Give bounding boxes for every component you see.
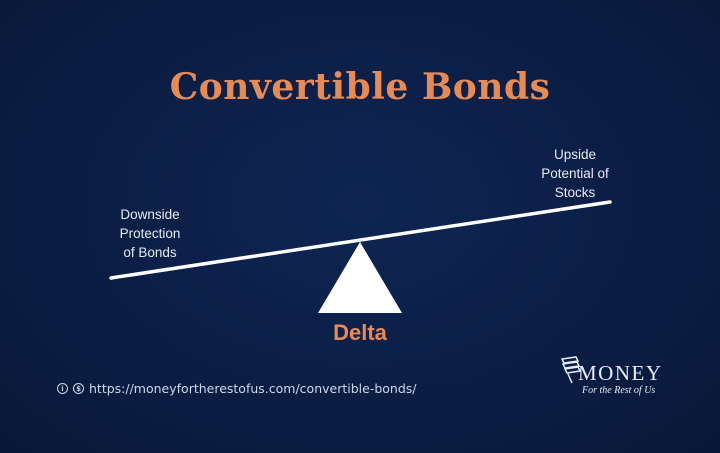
logo-wordmark: MONEY (578, 361, 663, 385)
upside-potential-label: Upside Potential of Stocks (525, 145, 625, 202)
cc-by-icon: i (57, 383, 68, 394)
label-line: Protection (119, 226, 181, 241)
fulcrum-triangle (318, 242, 402, 313)
logo-tagline: For the Rest of Us (582, 385, 656, 396)
label-line: Potential of (541, 166, 609, 181)
money-bills-icon (560, 356, 582, 384)
delta-label: Delta (333, 320, 387, 345)
page-title: Convertible Bonds (169, 66, 551, 108)
source-url[interactable]: https://moneyfortherestofus.com/converti… (89, 381, 417, 396)
label-line: Downside (120, 207, 180, 222)
label-line: Upside (553, 147, 597, 162)
downside-protection-label: Downside Protection of Bonds (100, 205, 200, 262)
label-line: Stocks (554, 185, 596, 200)
cc-nc-icon: $ (73, 383, 84, 394)
label-line: of Bonds (123, 245, 177, 260)
seesaw-beam (109, 200, 612, 280)
source-attribution: i $ https://moneyfortherestofus.com/conv… (57, 381, 417, 396)
